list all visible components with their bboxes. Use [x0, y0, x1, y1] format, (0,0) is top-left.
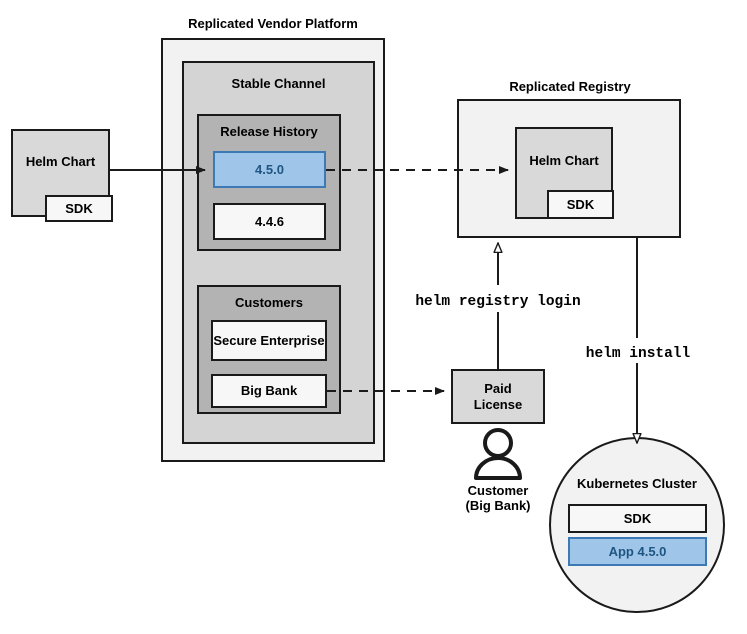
source-sdk-box[interactable]: SDK: [45, 195, 113, 222]
customer-name-label: Big Bank: [240, 383, 298, 398]
cluster-item-sdk[interactable]: SDK: [568, 504, 707, 533]
customer-item-secure-enterprise[interactable]: Secure Enterprise: [211, 320, 327, 361]
paid-license-label-line2: License: [473, 396, 523, 412]
kubernetes-cluster-label: Kubernetes Cluster: [577, 476, 697, 491]
cluster-item-app[interactable]: App 4.5.0: [568, 537, 707, 566]
source-sdk-label: SDK: [65, 200, 93, 216]
cluster-item-label: SDK: [623, 510, 652, 526]
release-item-4-5-0[interactable]: 4.5.0: [213, 151, 326, 188]
platform-title: Replicated Vendor Platform: [188, 16, 358, 31]
customer-actor-label-line2: (Big Bank): [465, 498, 531, 513]
paid-license-label-line1: Paid: [484, 380, 512, 396]
customer-actor-label-line1: Customer: [467, 483, 529, 498]
customers-label: Customers: [235, 295, 303, 310]
release-version-label: 4.5.0: [255, 161, 284, 177]
helm-registry-login-command: helm registry login: [415, 294, 581, 310]
helm-install-command: helm install: [585, 346, 691, 362]
stable-channel-label: Stable Channel: [231, 76, 326, 91]
release-history-label: Release History: [220, 124, 318, 139]
cluster-item-label: App 4.5.0: [608, 543, 667, 559]
paid-license-box[interactable]: Paid License: [451, 369, 545, 424]
registry-sdk-box[interactable]: SDK: [547, 190, 614, 219]
release-version-label: 4.4.6: [255, 213, 284, 229]
registry-helm-chart-label: Helm Chart: [529, 153, 599, 168]
customer-item-big-bank[interactable]: Big Bank: [211, 374, 327, 408]
person-icon: [474, 428, 522, 480]
customer-name-label: Secure Enterprise: [213, 332, 325, 348]
registry-title: Replicated Registry: [509, 79, 631, 94]
source-helm-chart-label: Helm Chart: [25, 154, 96, 169]
registry-sdk-label: SDK: [566, 196, 595, 212]
release-item-4-4-6[interactable]: 4.4.6: [213, 203, 326, 240]
